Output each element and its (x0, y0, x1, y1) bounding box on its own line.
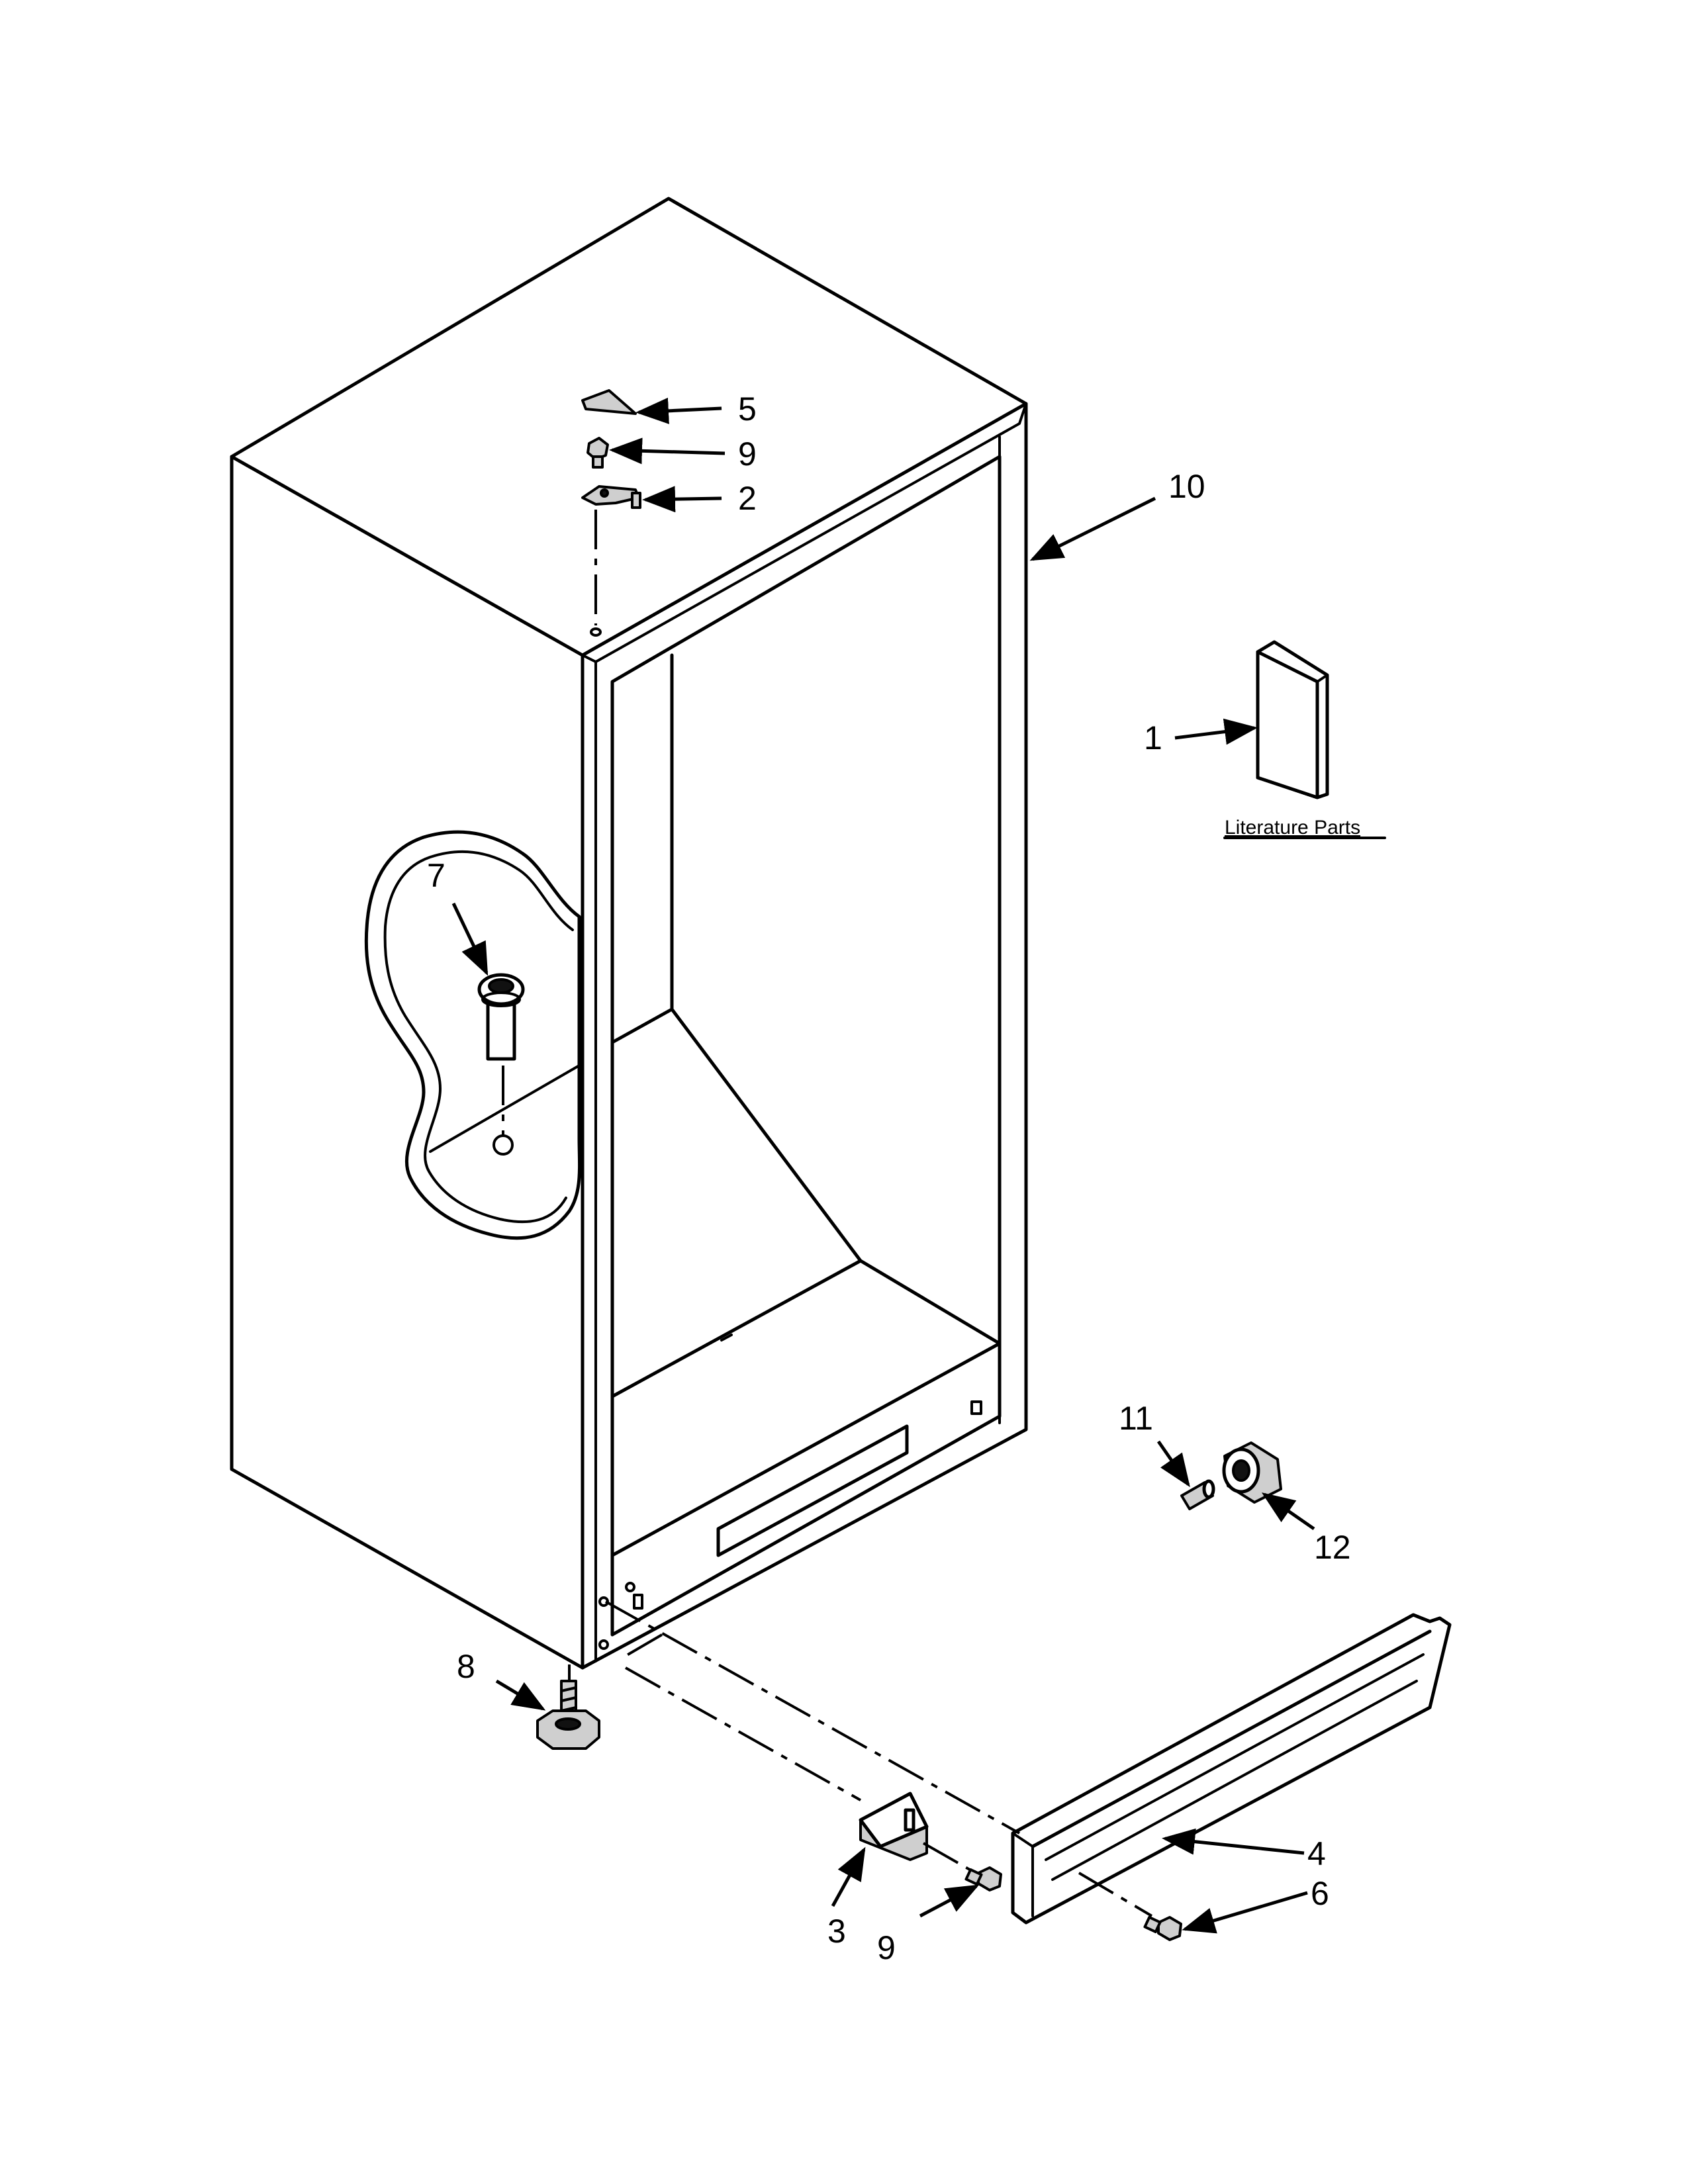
callout-12: 12 (1314, 1529, 1351, 1566)
callout-6: 6 (1311, 1875, 1329, 1912)
hinge-screw-top (586, 437, 609, 469)
bracket-screw (964, 1866, 1002, 1891)
callout-arrows (451, 397, 1315, 1934)
base-grille (1011, 1613, 1452, 1925)
literature-book (1256, 640, 1329, 799)
callout-11: 11 (1119, 1400, 1153, 1437)
callout-7: 7 (427, 857, 445, 894)
callout-1: 1 (1144, 719, 1162, 756)
cabinet (230, 197, 1028, 1670)
bracket-hole (970, 1400, 982, 1415)
literature-parts-label: Literature Parts (1225, 817, 1360, 839)
hinge-cover (581, 389, 637, 415)
vent-slot (716, 1424, 909, 1557)
callout-3: 3 (827, 1913, 846, 1950)
callout-2: 2 (738, 480, 757, 517)
grille-bracket (859, 1792, 929, 1861)
callout-4: 4 (1307, 1835, 1326, 1872)
roller (1222, 1441, 1282, 1504)
leveling-leg (536, 1664, 600, 1750)
cabinet-side-panel (230, 455, 585, 1670)
callout-9-bottom: 9 (877, 1929, 896, 1966)
grille-screw (1143, 1915, 1182, 1941)
top-hinge (581, 485, 641, 509)
drain-tube (477, 973, 525, 1061)
spacer (1180, 1479, 1215, 1510)
callout-9-top: 9 (738, 435, 757, 473)
callout-8: 8 (457, 1648, 475, 1685)
side-cutaway (364, 830, 582, 1240)
callout-5: 5 (738, 390, 757, 428)
callout-10: 10 (1168, 468, 1205, 505)
cabinet-opening (610, 455, 1002, 1637)
